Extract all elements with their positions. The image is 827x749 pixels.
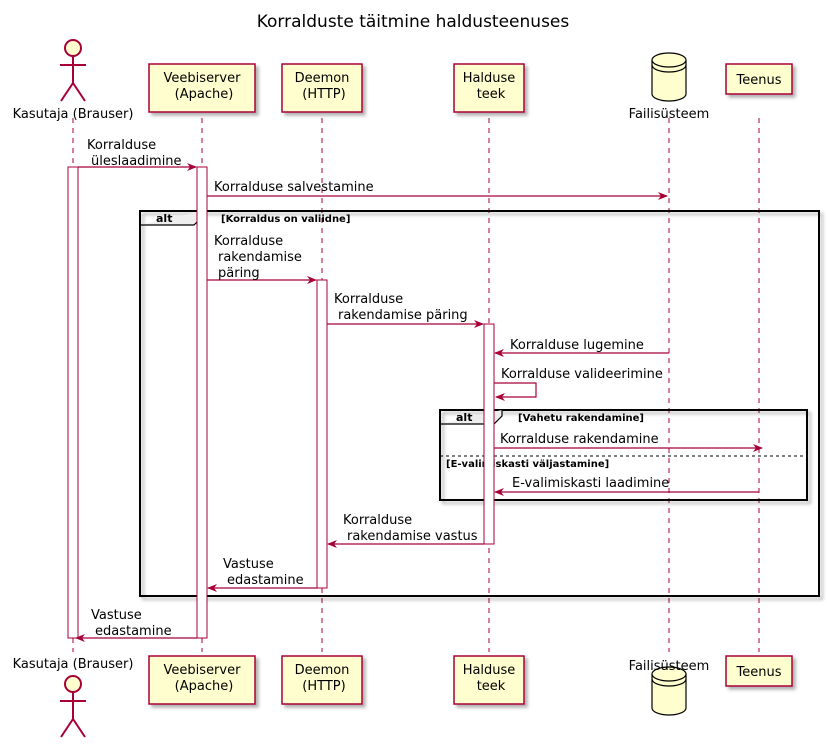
participant-fs-top: Failisüsteem xyxy=(629,52,710,122)
participant-box xyxy=(281,655,363,705)
database-rim xyxy=(651,64,687,73)
participant-label: Teenus xyxy=(736,73,782,88)
message-label: Korralduse xyxy=(343,513,412,528)
fragment-frame xyxy=(139,210,820,597)
actor-leg-right xyxy=(72,718,86,738)
database-top xyxy=(651,52,687,68)
fragment-guard: [Vahetu rakendamine] xyxy=(518,413,644,424)
participant-box xyxy=(148,655,256,705)
fragment-guard: [E-valimiskasti väljastamine] xyxy=(446,459,609,470)
activation-user xyxy=(67,166,79,639)
participant-box xyxy=(453,63,525,113)
participant-svc-bottom: Teenus xyxy=(725,655,793,687)
actor-head xyxy=(64,39,82,57)
actor-leg-left xyxy=(60,718,74,738)
participant-fs-bottom: Failisüsteem xyxy=(629,659,710,716)
participant-user-top: Kasutaja (Brauser) xyxy=(13,39,134,122)
message-label: päring xyxy=(218,266,260,281)
message-label: rakendamise vastus xyxy=(347,529,478,544)
participant-label: (HTTP) xyxy=(302,87,345,102)
fragment-frame xyxy=(439,409,808,501)
participant-user-bottom: Kasutaja (Brauser) xyxy=(13,657,134,738)
participant-label: Failisüsteem xyxy=(629,107,710,122)
participant-label: Veebiserver xyxy=(164,663,242,678)
participant-label: teek xyxy=(477,87,506,102)
participant-label: Kasutaja (Brauser) xyxy=(13,107,134,122)
message-label: rakendamise xyxy=(218,250,302,265)
message-label: Korralduse xyxy=(214,234,283,249)
participants: Kasutaja (Brauser) Kasutaja (Brauser) Veeb… xyxy=(13,39,793,738)
activations xyxy=(67,166,495,639)
participant-label: (Apache) xyxy=(175,679,234,694)
message-label: Korralduse salvestamine xyxy=(214,180,374,195)
participant-box xyxy=(148,63,256,113)
activation-daemon xyxy=(316,279,328,589)
participant-label: (Apache) xyxy=(175,87,234,102)
message-label: E-valimiskasti laadimine xyxy=(512,476,669,491)
participant-label: (HTTP) xyxy=(302,679,345,694)
message-label: Korralduse lugemine xyxy=(510,338,644,353)
actor-head xyxy=(64,675,82,693)
participant-label: Halduse xyxy=(463,71,516,86)
actor-leg-left xyxy=(60,82,74,102)
actor-leg-right xyxy=(72,82,86,102)
message-1: Korralduse salvestamine xyxy=(207,180,668,200)
message-label: Korralduse valideerimine xyxy=(501,367,663,382)
message-label: üleslaadimine xyxy=(91,154,182,169)
message-4: Korralduse lugemine xyxy=(494,338,669,357)
activation-web xyxy=(196,166,208,639)
participant-box xyxy=(453,655,525,705)
diagram-title: Korralduste täitmine haldusteenuses xyxy=(257,12,570,32)
participant-label: Teenus xyxy=(736,665,782,680)
participant-web-top: Veebiserver(Apache) xyxy=(148,63,256,113)
participant-label: Kasutaja (Brauser) xyxy=(13,657,134,672)
participant-box xyxy=(725,63,793,95)
message-label: rakendamise päring xyxy=(338,308,468,323)
participant-box xyxy=(725,655,793,687)
participant-web-bottom: Veebiserver(Apache) xyxy=(148,655,256,705)
database-rim xyxy=(651,678,687,687)
participant-label: Failisüsteem xyxy=(629,659,710,674)
lifelines xyxy=(72,118,760,652)
participant-label: teek xyxy=(477,679,506,694)
database-body xyxy=(651,674,687,716)
database-body xyxy=(651,60,687,102)
message-label: Korralduse xyxy=(87,138,156,153)
message-label: Vastuse xyxy=(223,557,274,572)
fragment-guard: [Korraldus on valiidne] xyxy=(221,214,350,225)
participant-label: Veebiserver xyxy=(164,71,242,86)
message-7: E-valimiskasti laadimine xyxy=(494,476,759,496)
message-label: Vastuse xyxy=(91,608,142,623)
message-label: Korralduse xyxy=(334,292,403,307)
message-label: edastamine xyxy=(95,624,172,639)
participant-daemon-bottom: Deemon(HTTP) xyxy=(281,655,363,705)
fragment-keyword: alt xyxy=(456,411,472,424)
participant-daemon-top: Deemon(HTTP) xyxy=(281,63,363,113)
participant-label: Halduse xyxy=(463,663,516,678)
participant-label: Deemon xyxy=(295,663,350,678)
participant-label: Deemon xyxy=(295,71,350,86)
participant-box xyxy=(281,63,363,113)
participant-svc-top: Teenus xyxy=(725,63,793,95)
message-5: Korralduse valideerimine xyxy=(494,367,663,401)
fragment-keyword: alt xyxy=(156,212,172,225)
database-top xyxy=(651,666,687,682)
message-label: edastamine xyxy=(227,573,304,588)
message-6: Korralduse rakendamine xyxy=(494,432,763,452)
activation-lib xyxy=(483,323,495,545)
message-arrow xyxy=(494,382,537,401)
message-label: Korralduse rakendamine xyxy=(500,432,659,447)
